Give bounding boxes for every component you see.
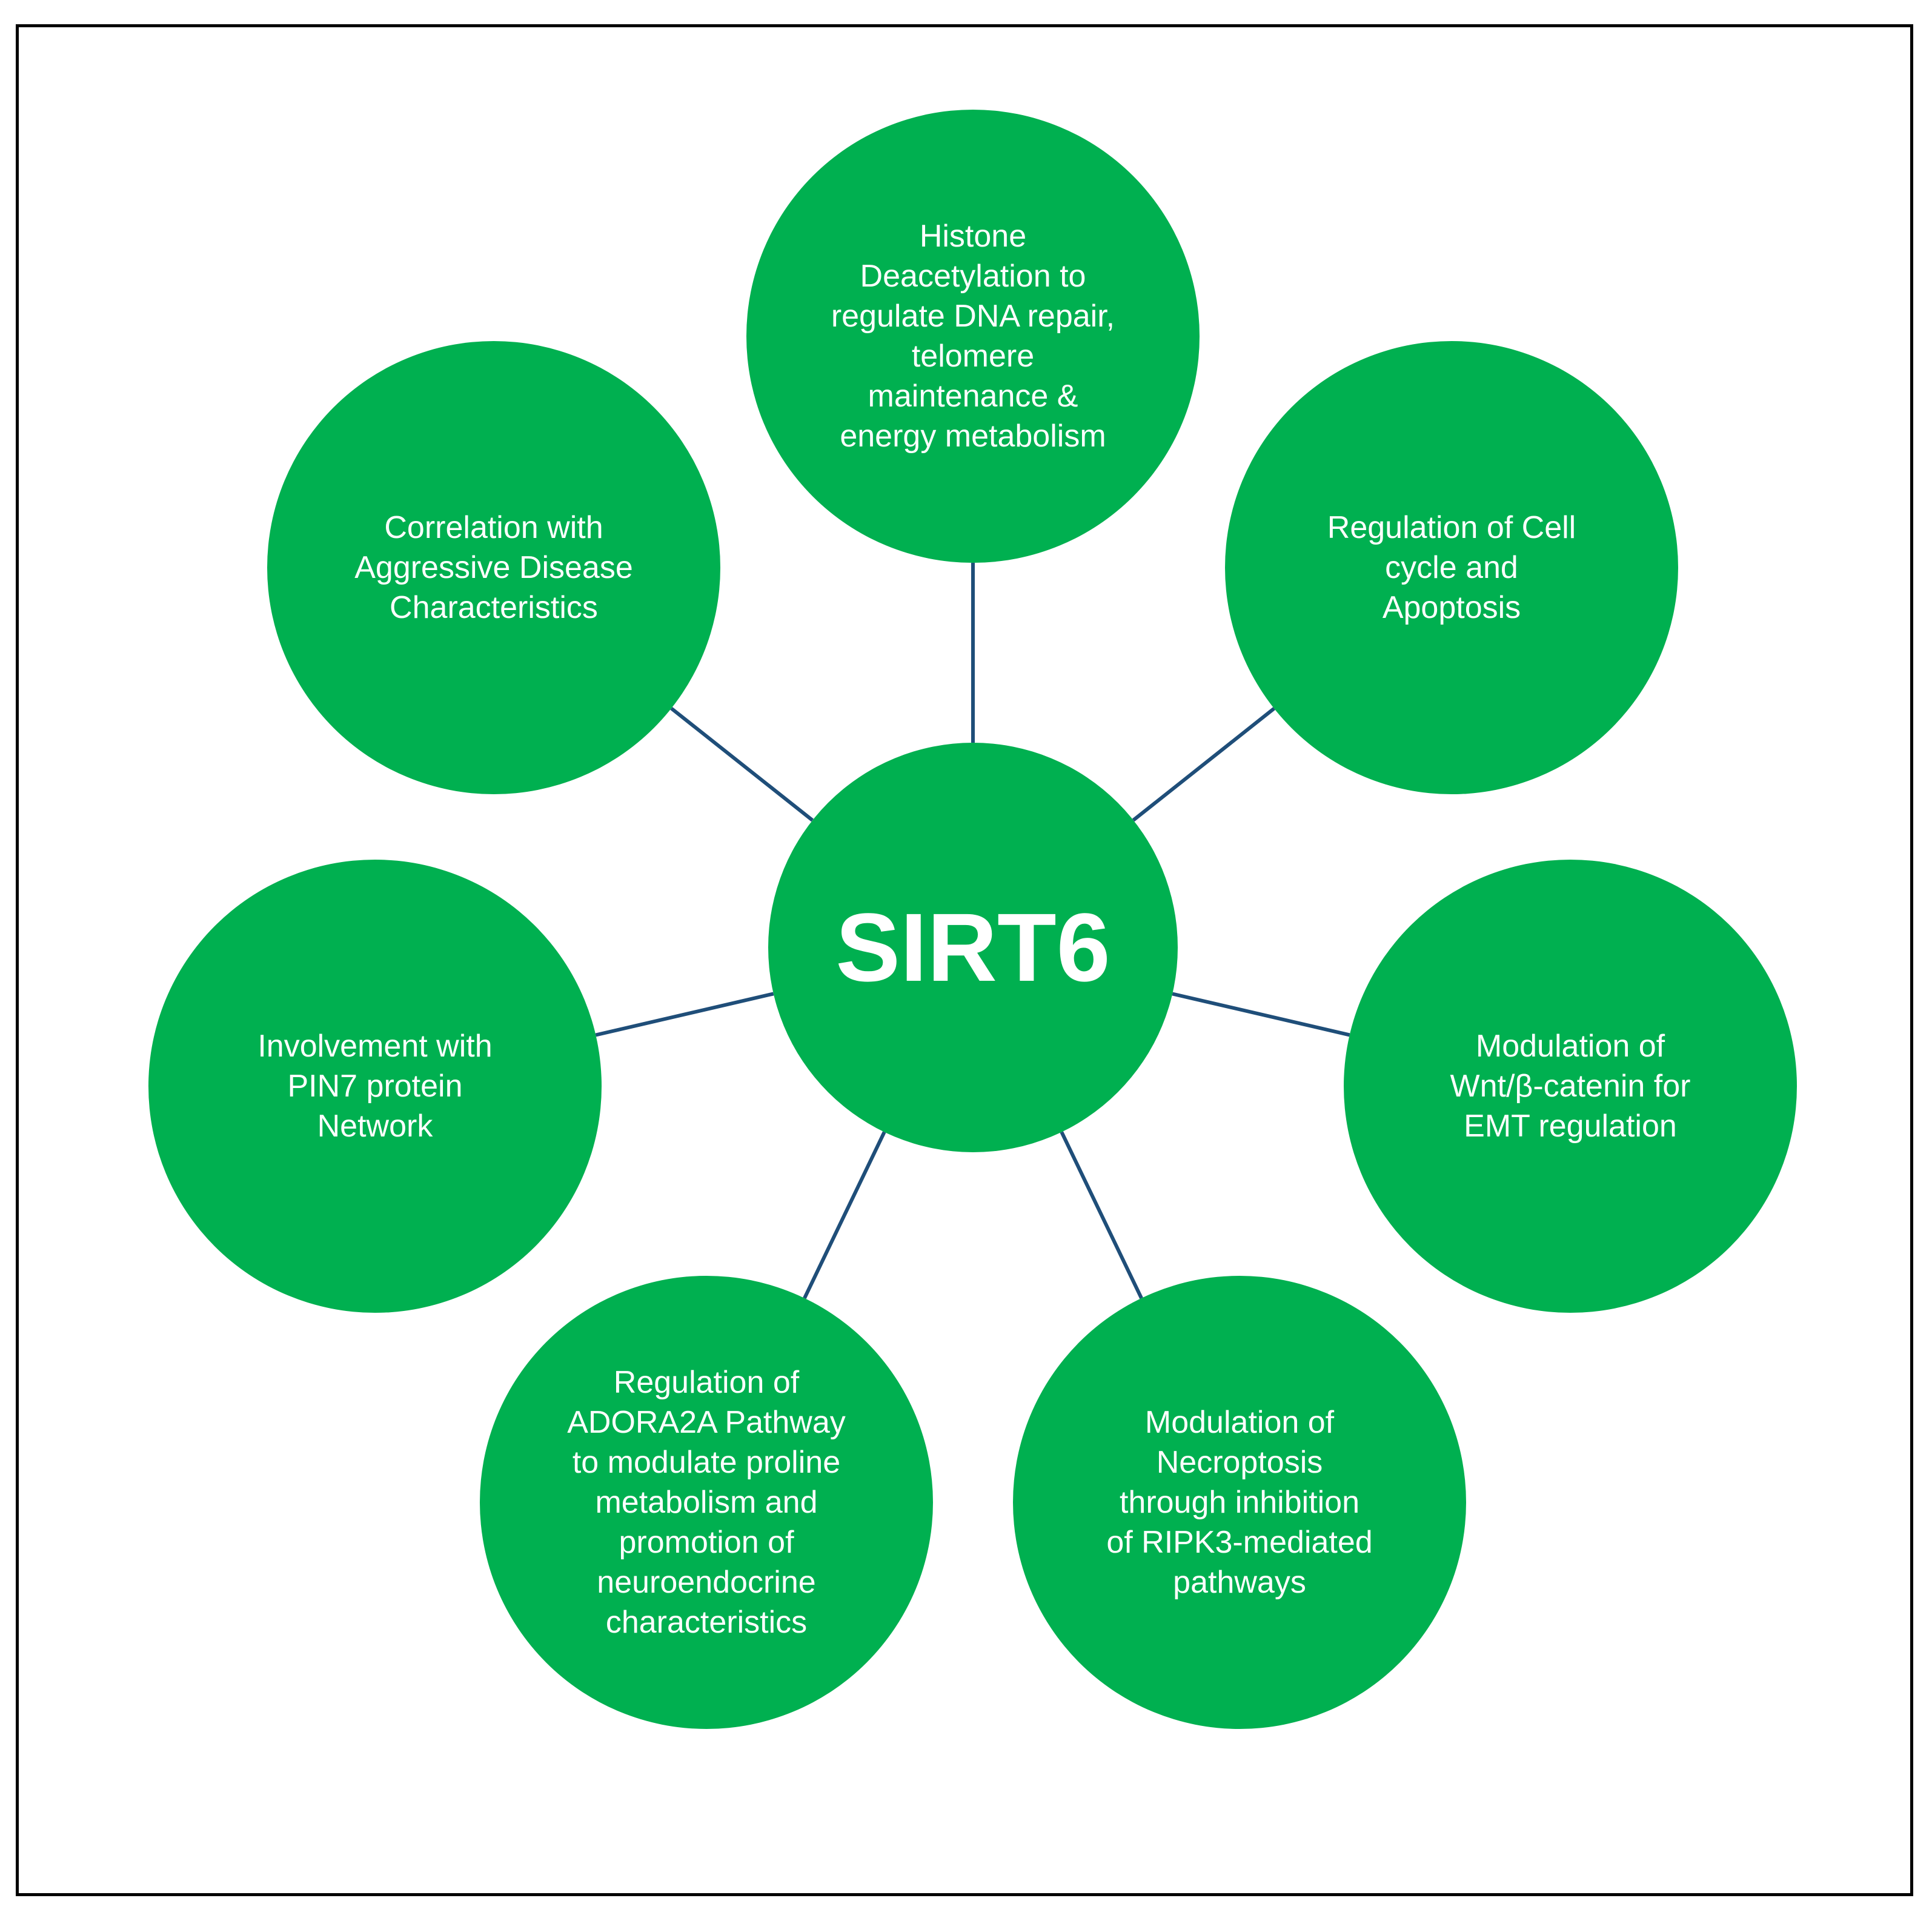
node-label-cell-cycle-apoptosis: Regulation of Cell cycle and Apoptosis xyxy=(1327,510,1576,625)
node-label-adora2a-pathway: Regulation of ADORA2A Pathway to modulat… xyxy=(567,1365,846,1640)
connector-adora2a-pathway xyxy=(803,1131,886,1299)
node-pin7-network xyxy=(148,860,602,1313)
connector-necroptosis xyxy=(1060,1131,1143,1299)
node-histone-deacetylation xyxy=(746,110,1200,563)
connector-pin7-network xyxy=(595,992,774,1037)
node-necroptosis xyxy=(1013,1276,1466,1729)
node-cell-cycle-apoptosis xyxy=(1225,341,1678,794)
node-adora2a-pathway xyxy=(480,1276,933,1729)
center-node-label: SIRT6 xyxy=(835,893,1110,1001)
node-label-wnt-beta-catenin: Modulation of Wnt/β-catenin for EMT regu… xyxy=(1450,1029,1691,1144)
node-label-histone-deacetylation: Histone Deacetylation to regulate DNA re… xyxy=(831,219,1115,454)
node-wnt-beta-catenin xyxy=(1344,860,1797,1313)
node-label-aggressive-disease: Correlation with Aggressive Disease Char… xyxy=(354,510,633,625)
connector-cell-cycle-apoptosis xyxy=(1132,707,1275,822)
figure-frame xyxy=(16,24,1913,1896)
node-aggressive-disease xyxy=(267,341,720,794)
connector-wnt-beta-catenin xyxy=(1172,992,1350,1037)
center-node-sirt6 xyxy=(768,743,1178,1152)
node-label-necroptosis: Modulation of Necroptosis through inhibi… xyxy=(1106,1405,1373,1600)
connector-layer xyxy=(595,563,1350,1299)
connector-aggressive-disease xyxy=(670,706,814,822)
node-label-pin7-network: Involvement with PIN7 protein Network xyxy=(257,1029,493,1144)
node-layer xyxy=(148,110,1797,1729)
